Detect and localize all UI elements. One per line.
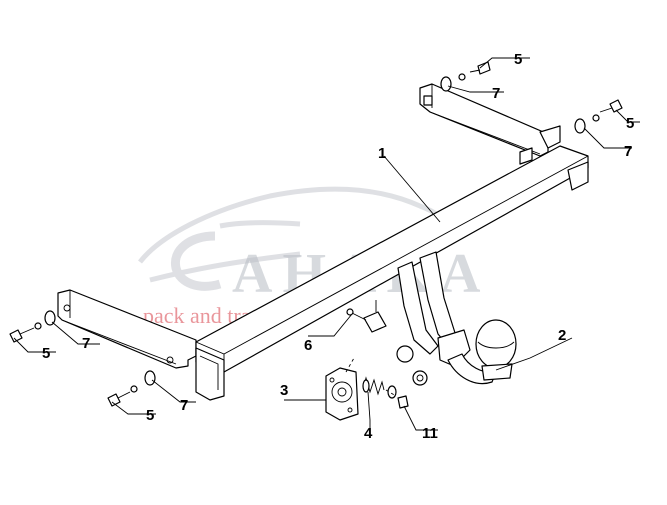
callout-7-top: 7 (492, 85, 500, 102)
callout-5-left-upper: 5 (42, 345, 50, 362)
right-side-bracket (419, 83, 561, 157)
fastener-top-right (440, 61, 491, 92)
part-6-bolt-bracket (346, 300, 387, 333)
callout-5-left-lower: 5 (146, 407, 154, 424)
callout-5-right: 5 (626, 115, 634, 132)
fastener-left-upper (9, 310, 56, 343)
callout-2-tow-ball: 2 (558, 327, 566, 344)
part-4-spring (362, 376, 385, 396)
leader-lines (13, 57, 640, 431)
callout-1-beam: 1 (378, 145, 386, 162)
callout-7-left-lower: 7 (180, 397, 188, 414)
tow-ball (475, 319, 517, 381)
fastener-right (574, 99, 623, 134)
callout-7-right: 7 (624, 143, 632, 160)
callout-5-top: 5 (514, 51, 522, 68)
callout-labels: 5 7 5 7 1 2 5 7 5 7 6 3 4 11 (42, 51, 634, 442)
watermark-car-logo (138, 186, 453, 291)
main-cross-beam (195, 145, 589, 401)
callout-6-bracket: 6 (304, 337, 312, 354)
callout-3-socket-plate: 3 (280, 382, 288, 399)
left-side-bracket (57, 289, 197, 369)
part-3-socket-plate (325, 357, 359, 421)
part-11-washer-nut (385, 385, 409, 409)
fastener-left-lower (107, 370, 156, 407)
callout-11-nut: 11 (422, 425, 438, 442)
callout-7-left-upper: 7 (82, 335, 90, 352)
callout-4-spring: 4 (364, 425, 373, 442)
